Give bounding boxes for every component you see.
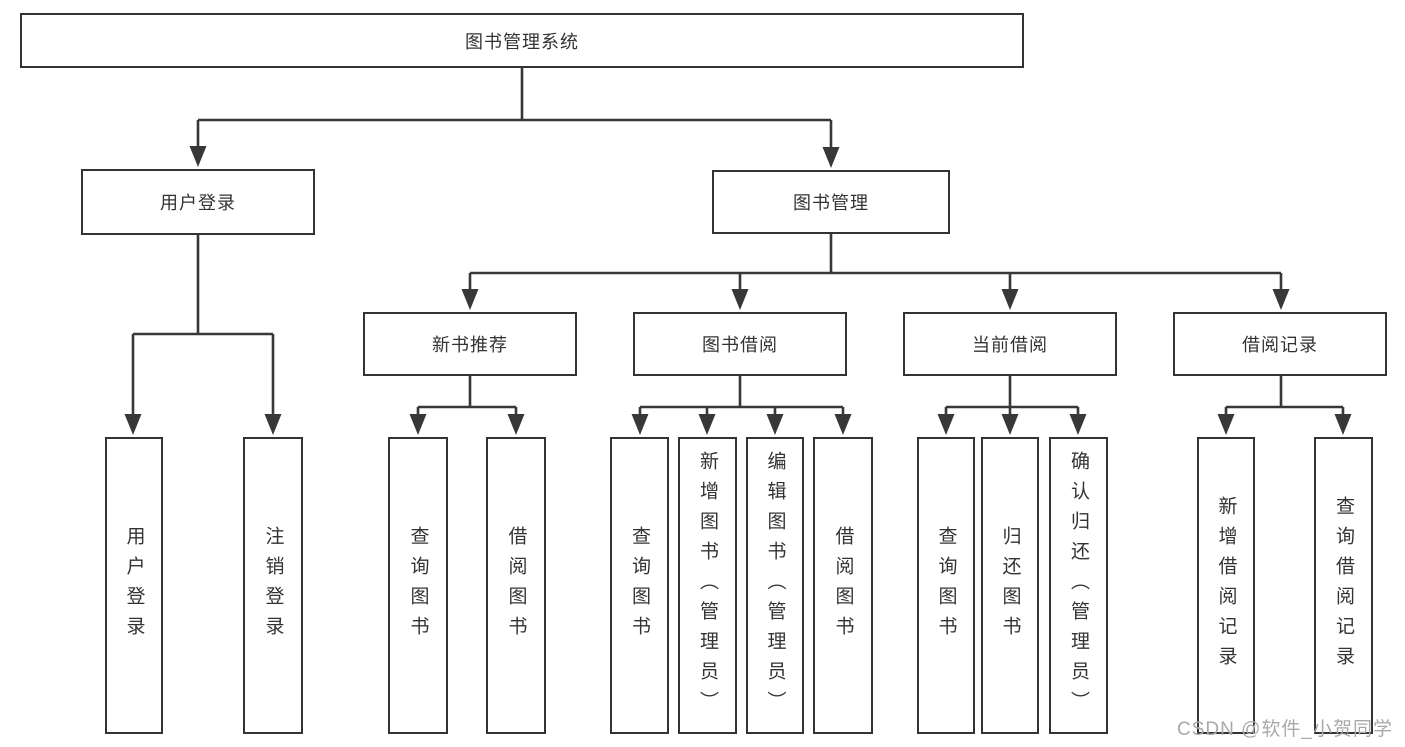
leaf-records-query-record: 查询借阅记录 xyxy=(1314,437,1373,734)
csdn-watermark: CSDN @软件_小贺同学 xyxy=(1177,719,1393,740)
leaf-borrow-add-books-admin-label: 新增图书（管理员） xyxy=(697,450,718,721)
leaf-recommend-query-books: 查询图书 xyxy=(388,437,448,734)
leaf-borrow-edit-books-admin-label: 编辑图书（管理员） xyxy=(764,450,786,721)
leaf-recommend-borrow-books: 借阅图书 xyxy=(486,437,546,734)
leaf-borrow-query-books: 查询图书 xyxy=(610,437,669,734)
leaf-user-login: 用户登录 xyxy=(105,437,163,734)
branch-book-management: 图书管理 xyxy=(712,170,950,234)
section-book-borrow: 图书借阅 xyxy=(633,312,847,376)
branch-user-login: 用户登录 xyxy=(81,169,315,235)
connector-paths xyxy=(131,68,1345,420)
branch-book-management-label: 图书管理 xyxy=(793,193,869,213)
section-borrow-records: 借阅记录 xyxy=(1173,312,1387,376)
section-new-book-recommend-label: 新书推荐 xyxy=(432,335,508,355)
leaf-records-add-record-label: 新增借阅记录 xyxy=(1215,495,1237,676)
leaf-current-query-books: 查询图书 xyxy=(917,437,975,734)
leaf-borrow-borrow-books-label: 借阅图书 xyxy=(832,525,854,646)
section-current-borrow-label: 当前借阅 xyxy=(972,335,1048,355)
branch-user-login-label: 用户登录 xyxy=(160,193,236,213)
section-borrow-records-label: 借阅记录 xyxy=(1242,335,1318,355)
arrowheads xyxy=(124,146,1352,435)
node-root: 图书管理系统 xyxy=(20,13,1024,68)
leaf-records-query-record-label: 查询借阅记录 xyxy=(1333,495,1354,676)
leaf-records-add-record: 新增借阅记录 xyxy=(1197,437,1255,734)
section-current-borrow: 当前借阅 xyxy=(903,312,1117,376)
section-book-borrow-label: 图书借阅 xyxy=(702,335,778,355)
leaf-current-query-books-label: 查询图书 xyxy=(935,525,957,646)
leaf-logout: 注销登录 xyxy=(243,437,303,734)
leaf-borrow-add-books-admin: 新增图书（管理员） xyxy=(678,437,737,734)
leaf-logout-label: 注销登录 xyxy=(262,525,284,646)
leaf-recommend-query-books-label: 查询图书 xyxy=(407,525,429,646)
leaf-current-confirm-return-admin-label: 确认归还（管理员） xyxy=(1068,450,1089,721)
leaf-current-return-books: 归还图书 xyxy=(981,437,1039,734)
leaf-borrow-edit-books-admin: 编辑图书（管理员） xyxy=(746,437,804,734)
leaf-borrow-query-books-label: 查询图书 xyxy=(629,525,650,646)
leaf-current-confirm-return-admin: 确认归还（管理员） xyxy=(1049,437,1108,734)
node-root-label: 图书管理系统 xyxy=(465,31,579,52)
leaf-borrow-borrow-books: 借阅图书 xyxy=(813,437,873,734)
section-new-book-recommend: 新书推荐 xyxy=(363,312,577,376)
leaf-current-return-books-label: 归还图书 xyxy=(999,525,1021,646)
leaf-recommend-borrow-books-label: 借阅图书 xyxy=(505,525,527,646)
leaf-user-login-label: 用户登录 xyxy=(123,525,145,646)
